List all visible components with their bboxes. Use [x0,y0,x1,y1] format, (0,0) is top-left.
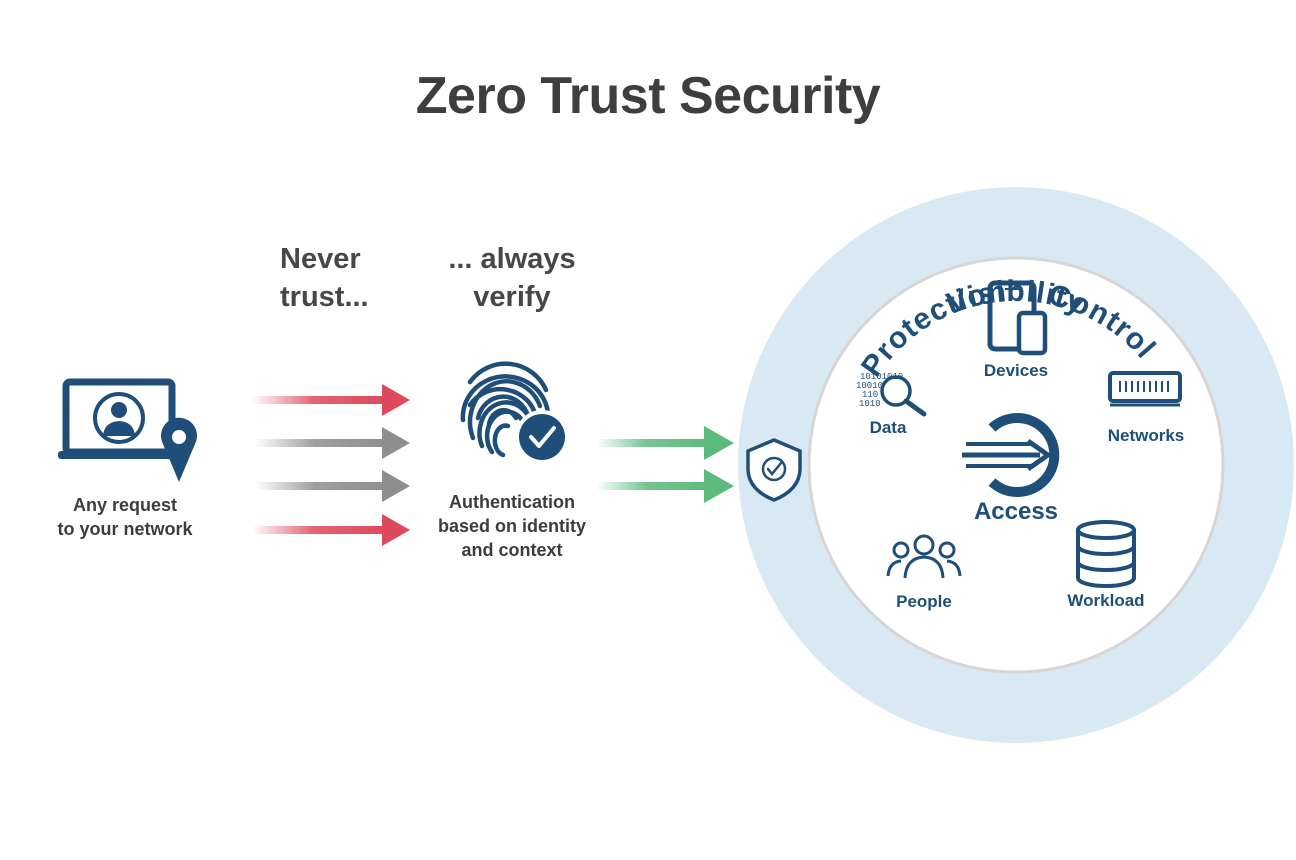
shield-check-icon [746,438,802,502]
fingerprint-icon [460,361,551,458]
laptop-user-icon [58,378,182,459]
incoming-arrow-gray-1 [255,427,410,459]
auth-caption-line2: based on identity [437,516,587,536]
check-badge-icon [515,410,569,464]
networks-label: Networks [1108,426,1185,445]
incoming-arrow-red-2 [252,514,410,546]
request-caption-line2: to your network [57,519,193,539]
trust-line: trust... [280,281,369,313]
auth-caption-line3: and context [461,540,563,560]
devices-label: Devices [984,361,1048,380]
people-label: People [896,592,952,611]
incoming-arrow-red-1 [252,384,410,416]
binary-line-3: 110 [862,390,878,400]
workload-label: Workload [1067,591,1144,610]
data-label: Data [870,418,907,437]
verified-arrow-1 [596,426,734,460]
auth-caption-line1: Authentication [449,492,575,512]
authentication-caption: Authentication based on identity and con… [422,490,602,562]
binary-line-4: 1010 [859,399,881,409]
always-line: ... always [448,243,576,275]
page-title: Zero Trust Security [415,67,881,125]
people-icon [886,534,962,579]
always-verify-heading: ... always verify [432,240,592,316]
location-pin-icon [161,417,197,482]
verify-line: verify [473,281,551,313]
never-line: Never [280,243,361,275]
tablet-phone-icon [987,280,1048,356]
data-search-icon: 10101010 10010 110 1010 [856,372,927,417]
verified-arrow-2 [596,469,734,503]
incoming-arrow-gray-2 [255,470,410,502]
request-caption-line1: Any request [72,495,178,515]
network-switch-icon [1108,371,1182,407]
never-trust-heading: Never trust... [280,240,440,316]
binary-line-1: 10101010 [860,372,903,382]
database-icon [1076,520,1136,588]
request-caption: Any request to your network [30,493,220,541]
binary-line-2: 10010 [856,381,883,391]
access-label: Access [974,498,1058,525]
access-icon [962,413,1060,497]
